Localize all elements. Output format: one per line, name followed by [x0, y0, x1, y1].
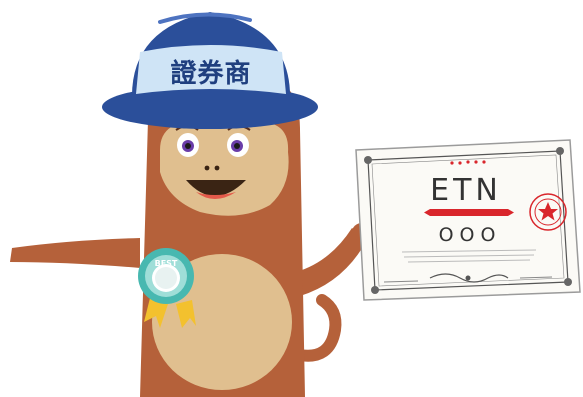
corner-ornaments — [364, 147, 572, 294]
certificate-seal — [529, 193, 567, 231]
monkey-tail — [294, 294, 342, 362]
certificate-ribbon — [430, 209, 508, 216]
certificate-stars — [450, 160, 486, 165]
monkey-right-arm — [296, 228, 368, 296]
hat-label: 證券商 — [170, 58, 251, 89]
certificate-text-lines — [401, 249, 537, 263]
signature-line-right — [519, 276, 553, 279]
certificate-subtitle: OOO — [439, 224, 502, 246]
monkey-left-arm — [10, 238, 140, 268]
certificate: ETN OOO — [355, 139, 581, 301]
certificate-title: ETN — [430, 173, 502, 208]
monkey-nose — [204, 165, 220, 171]
best-badge: BEST — [138, 248, 196, 328]
signature-line-left — [383, 280, 419, 283]
hat-band — [136, 45, 286, 94]
monkey-eyes — [175, 125, 251, 157]
monkey-mouth — [186, 180, 246, 199]
hat: 證券商 — [102, 12, 318, 129]
certificate-flourish — [429, 273, 509, 283]
badge-label: BEST — [155, 259, 178, 268]
